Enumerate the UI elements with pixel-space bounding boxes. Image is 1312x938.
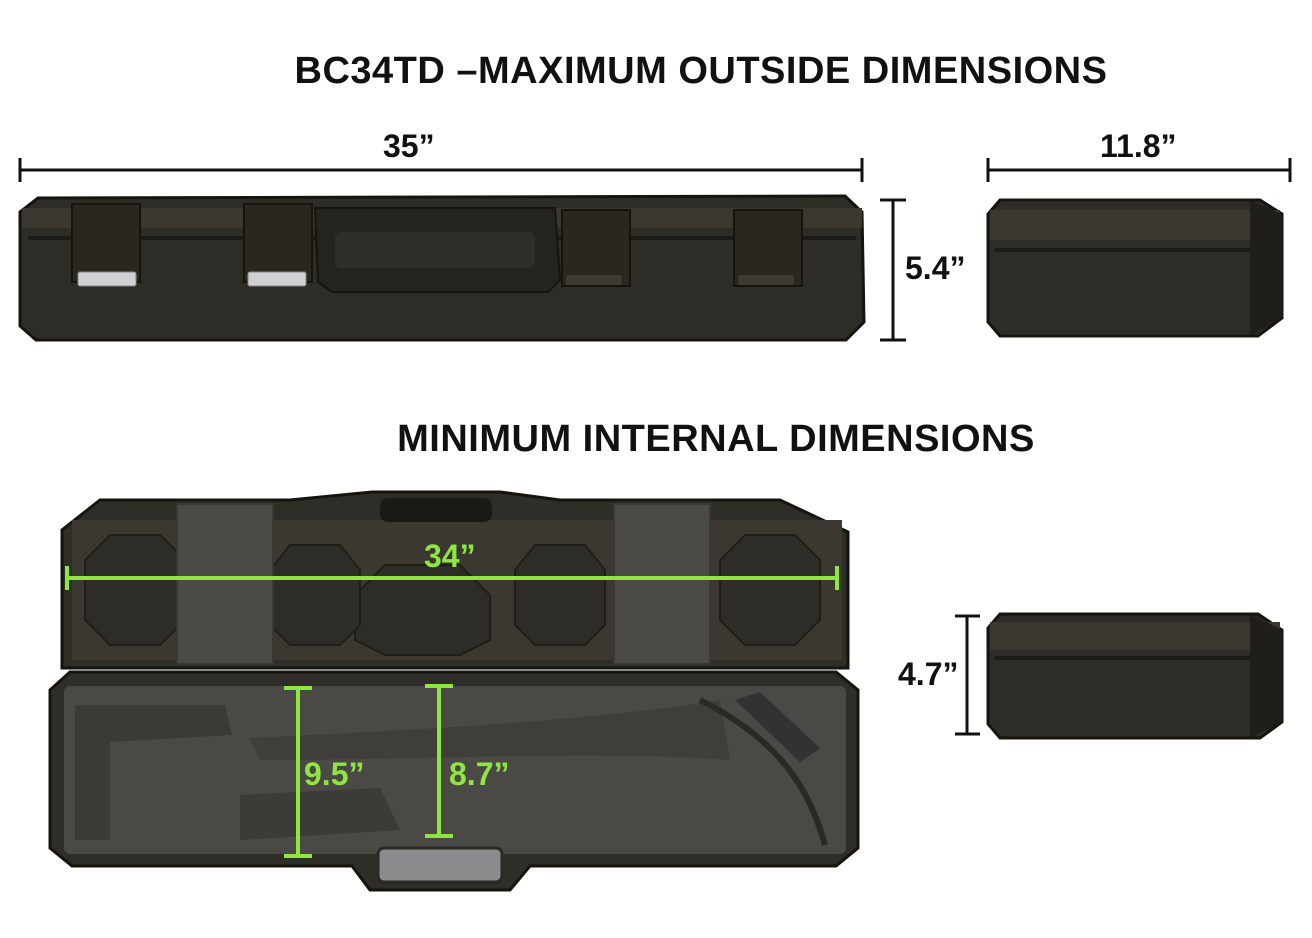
internal-depth-measure: [955, 614, 980, 736]
outside-height-measure: [880, 198, 906, 342]
internal-width-left-measure: [284, 686, 312, 858]
outside-length-label: 35”: [383, 128, 435, 164]
internal-length-label: 34”: [424, 538, 476, 574]
foam-block: [613, 503, 711, 665]
outside-dimensions-title: BC34TD –MAXIMUM OUTSIDE DIMENSIONS: [294, 50, 1108, 92]
outside-width-measure: [986, 158, 1292, 182]
internal-width-left-label: 9.5”: [304, 756, 365, 792]
outside-width-label: 11.8”: [1100, 128, 1177, 164]
latch: [733, 209, 803, 287]
outside-length-measure: [18, 158, 864, 182]
latch: [561, 209, 631, 287]
foam-block: [176, 503, 274, 665]
open-case-base: [48, 670, 860, 892]
closed-case-end-view: [986, 198, 1284, 338]
internal-width-right-measure: [425, 684, 453, 838]
latch: [71, 203, 141, 287]
internal-depth-label: 4.7”: [898, 656, 959, 692]
internal-length-measure: [65, 566, 839, 590]
internal-dimensions-title: MINIMUM INTERNAL DIMENSIONS: [397, 418, 1035, 460]
closed-case-side-view: [18, 194, 866, 342]
internal-end-view: [986, 612, 1284, 740]
latch: [243, 203, 313, 287]
outside-height-label: 5.4”: [905, 250, 966, 286]
open-case-lid: [60, 490, 850, 670]
internal-width-right-label: 8.7”: [449, 756, 510, 792]
